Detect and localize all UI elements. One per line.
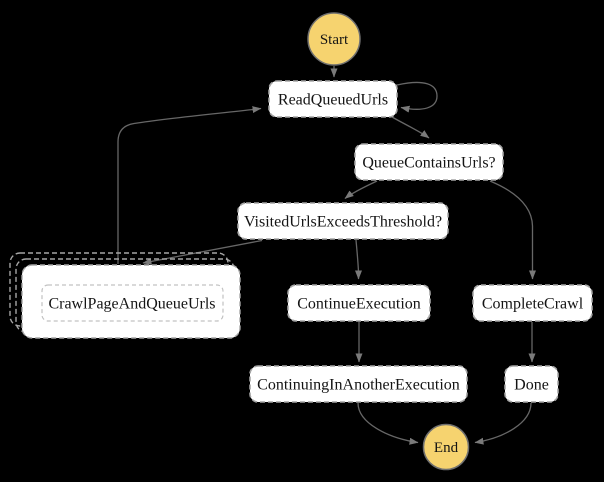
state-box <box>249 365 468 403</box>
start-label: Start <box>320 32 349 48</box>
state-box <box>268 80 398 118</box>
edge-queuecontainsurls-to-visitedurls <box>344 180 378 200</box>
node-done[interactable]: Done <box>504 365 559 403</box>
node-complete-crawl[interactable]: CompleteCrawl <box>472 284 593 322</box>
node-read-queued-urls[interactable]: ReadQueuedUrls <box>268 80 398 118</box>
edge-continuing-to-end <box>357 402 419 445</box>
edge-readqueuedurls-self-loop <box>396 81 438 113</box>
end-label: End <box>434 440 459 456</box>
node-crawl-page-and-queue-urls-stack[interactable]: CrawlPageAndQueueUrls <box>9 252 241 339</box>
node-end[interactable]: End <box>422 423 470 471</box>
state-box <box>472 284 593 322</box>
state-label: VisitedUrlsExceedsThreshold? <box>244 214 442 231</box>
state-label: Done <box>514 377 549 394</box>
edge-queuecontainsurls-to-completecrawl <box>489 180 536 280</box>
state-label: CompleteCrawl <box>482 296 584 313</box>
state-label: ReadQueuedUrls <box>278 92 388 109</box>
edge-crawlstack-to-readqueuedurls <box>117 106 262 264</box>
node-start[interactable]: Start <box>307 12 361 66</box>
edge-readqueuedurls-to-queuecontainsurls <box>391 116 430 139</box>
state-box <box>287 284 431 322</box>
state-label: ContinueExecution <box>297 296 421 313</box>
edge-done-to-end <box>474 402 532 445</box>
state-box <box>237 202 449 240</box>
edges <box>117 66 536 445</box>
map-iteration-box <box>41 284 224 322</box>
end-circle <box>422 423 470 471</box>
edge-visitedurls-to-continueexecution <box>355 239 362 280</box>
state-label: QueueContainsUrls? <box>362 155 495 172</box>
state-label: CrawlPageAndQueueUrls <box>48 296 215 313</box>
node-continue-execution[interactable]: ContinueExecution <box>287 284 431 322</box>
state-box <box>354 143 504 181</box>
state-box <box>504 365 559 403</box>
state-label: ContinuingInAnotherExecution <box>257 377 460 394</box>
node-queue-contains-urls[interactable]: QueueContainsUrls? <box>354 143 504 181</box>
node-visited-urls-exceeds-threshold[interactable]: VisitedUrlsExceedsThreshold? <box>237 202 449 240</box>
node-continuing-in-another-execution[interactable]: ContinuingInAnotherExecution <box>249 365 468 403</box>
start-circle <box>307 12 361 66</box>
